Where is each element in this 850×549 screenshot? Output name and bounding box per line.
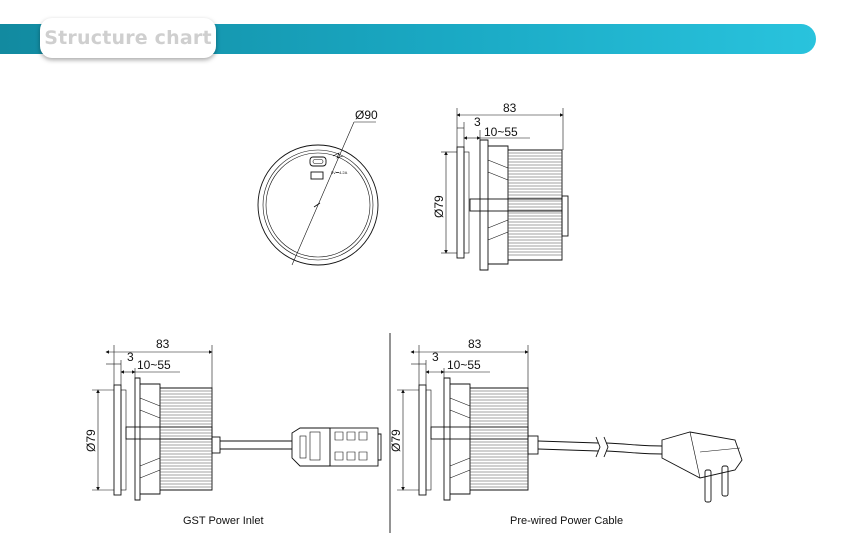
header-title-pill: Structure chart [40, 18, 216, 58]
flange [456, 146, 465, 259]
gst-range-label: 10~55 [137, 358, 171, 372]
flange-label: 3 [474, 115, 481, 129]
center-tick [313, 202, 321, 208]
diameter-label: Ø90 [355, 108, 378, 122]
usb-c-inner-icon [312, 159, 324, 164]
bezel [479, 139, 489, 271]
cable-flange-label: 3 [432, 350, 439, 364]
total-length-label: 83 [503, 101, 517, 115]
diameter-leader [291, 121, 355, 266]
gst-flange-label: 3 [127, 350, 134, 364]
cable-view: 83 3 10~55 Ø79 Pre-wired Power Cable [389, 337, 743, 527]
cable-height-label: Ø79 [389, 429, 403, 452]
side-view: 83 3 10~55 Ø79 [432, 101, 569, 271]
lid-ring [265, 152, 371, 258]
gst-caption: GST Power Inlet [183, 515, 264, 527]
center-band [469, 198, 563, 212]
usb-c-port-icon [309, 156, 327, 167]
cable-total-label: 83 [468, 337, 482, 351]
usb-symbol-icon [332, 152, 344, 159]
cable-range-label: 10~55 [447, 358, 481, 372]
outer-ring [257, 144, 379, 266]
schuko-plug-icon [661, 431, 743, 479]
plug-pin [704, 469, 712, 503]
inner-ring [262, 149, 374, 261]
gst-height-label: Ø79 [84, 429, 98, 452]
cable-caption: Pre-wired Power Cable [510, 515, 623, 527]
gst-view: 83 3 10~55 Ø79 GST Power Inlet [84, 337, 382, 527]
header-title: Structure chart [44, 27, 212, 49]
height-label: Ø79 [432, 195, 446, 218]
range-label: 10~55 [484, 125, 518, 139]
threaded-body [488, 145, 509, 265]
cable-break-icon [595, 436, 609, 458]
usb-rating-label: 5V⎓4.2A [331, 170, 348, 175]
usb-a-port-icon [310, 171, 324, 180]
gst-total-label: 83 [156, 337, 170, 351]
power-cable [537, 440, 599, 444]
top-view: 5V⎓4.2A Ø90 [257, 108, 379, 266]
